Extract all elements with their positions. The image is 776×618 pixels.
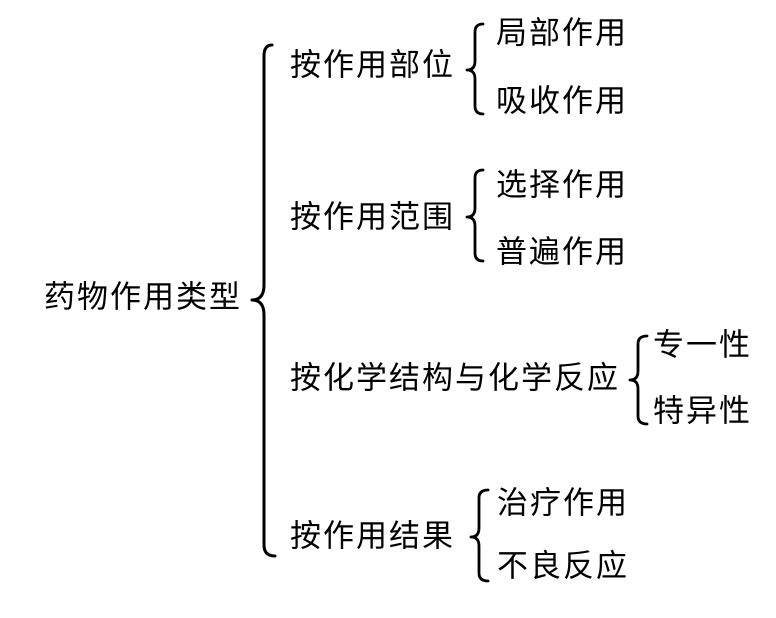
branch-2-brace bbox=[465, 168, 485, 263]
branch-3-child-1: 专一性 bbox=[653, 327, 752, 363]
branch-3-brace bbox=[628, 334, 649, 426]
root-label: 药物作用类型 bbox=[44, 279, 242, 315]
branch-1-child-2: 吸收作用 bbox=[496, 83, 628, 119]
root-brace bbox=[250, 43, 277, 558]
branch-4-label: 按作用结果 bbox=[290, 518, 455, 554]
branch-4-brace bbox=[469, 488, 490, 583]
branch-2-child-1: 选择作用 bbox=[496, 167, 628, 203]
branch-1-label: 按作用部位 bbox=[290, 47, 455, 83]
branch-4-child-2: 不良反应 bbox=[497, 548, 629, 584]
branch-3-label: 按化学结构与化学反应 bbox=[290, 360, 620, 396]
branch-1-brace bbox=[465, 22, 485, 116]
branch-4-child-1: 治疗作用 bbox=[497, 485, 629, 521]
branch-2-label: 按作用范围 bbox=[290, 199, 455, 235]
branch-1-child-1: 局部作用 bbox=[496, 15, 628, 51]
branch-3-child-2: 特异性 bbox=[653, 393, 752, 429]
branch-2-child-2: 普遍作用 bbox=[496, 234, 628, 270]
